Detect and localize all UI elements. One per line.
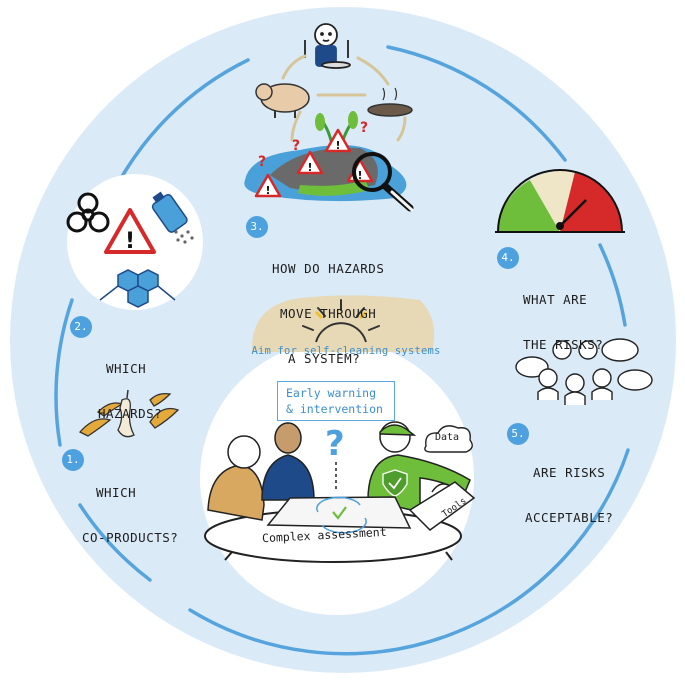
manure-icon xyxy=(367,87,413,117)
speech-bubbles-icon xyxy=(515,338,653,391)
step-3-line2: MOVE THROUGH xyxy=(280,306,377,321)
assessment-paper xyxy=(266,496,412,534)
step-1-label: 1. WHICH CO-PRODUCTS? xyxy=(62,440,179,560)
data-label: Data xyxy=(435,432,460,443)
step-5-line2: ACCEPTABLE? xyxy=(525,510,614,525)
svg-text:!: ! xyxy=(335,139,340,152)
step-1-line2: CO-PRODUCTS? xyxy=(82,530,179,545)
person-left xyxy=(207,435,265,521)
step-2-line2: HAZARDS? xyxy=(98,406,163,421)
svg-text:?: ? xyxy=(292,138,300,154)
early-warning-box: Early warning & intervention xyxy=(277,381,395,421)
step-4-label: 4. WHAT ARE THE RISKS? xyxy=(497,247,604,367)
step-2-number: 2. xyxy=(70,316,92,338)
step-5-line1: ARE RISKS xyxy=(533,465,606,480)
banana-peel-icon xyxy=(78,392,180,437)
step-4-line2: THE RISKS? xyxy=(523,337,604,352)
toolbox-icon xyxy=(408,481,476,531)
cloud-icon xyxy=(424,425,473,453)
early-warning-line2: & intervention xyxy=(286,402,383,416)
svg-text:!: ! xyxy=(357,169,362,182)
step-4-line1: WHAT ARE xyxy=(523,292,588,307)
svg-text:!: ! xyxy=(307,161,312,174)
biohazard-icon xyxy=(66,192,110,233)
apple-core-icon xyxy=(117,389,135,438)
molecule-icon xyxy=(99,269,176,308)
step-2-label: 2. WHICH HAZARDS? xyxy=(70,316,163,436)
cycle-arrows xyxy=(281,54,407,142)
step-1-number: 1. xyxy=(62,449,84,471)
step-2-line1: WHICH xyxy=(106,361,147,376)
svg-text:!: ! xyxy=(265,184,270,197)
aim-label: Aim for self-cleaning systems xyxy=(251,345,441,357)
svg-text:?: ? xyxy=(360,120,368,136)
person-eating-icon xyxy=(304,23,351,69)
pig-icon xyxy=(255,83,310,118)
shield-check-icon xyxy=(382,469,408,497)
person-middle xyxy=(261,422,315,501)
warning-marks: !! !! xyxy=(265,139,362,197)
step-3-line3: A SYSTEM? xyxy=(288,351,361,366)
plant-icon xyxy=(315,111,358,151)
step-3-line1: HOW DO HAZARDS xyxy=(272,261,385,276)
step-1-line1: WHICH xyxy=(96,485,137,500)
step-3-label: 3. HOW DO HAZARDS MOVE THROUGH A SYSTEM? xyxy=(246,216,385,381)
svg-text:!: ! xyxy=(125,229,135,254)
hazard-warning-icon: ! xyxy=(104,208,156,254)
cycle-ring xyxy=(54,45,630,656)
person-right xyxy=(367,421,471,513)
step-5-label: 5. ARE RISKS ACCEPTABLE? xyxy=(507,420,613,540)
question-mark-icon: ???? xyxy=(258,120,368,170)
step-4-number: 4. xyxy=(497,247,519,269)
crowd-icon xyxy=(537,340,613,405)
svg-text:?: ? xyxy=(258,154,266,170)
step-3-number: 3. xyxy=(246,216,268,238)
early-warning-line1: Early warning xyxy=(286,386,377,400)
microplastic-dots xyxy=(174,230,194,244)
sun-icon xyxy=(251,295,435,352)
magnifier-icon xyxy=(352,152,414,212)
risk-gauge-icon xyxy=(495,169,625,233)
step-5-number: 5. xyxy=(507,423,529,445)
svg-text:?: ? xyxy=(325,424,345,464)
plastic-bottle-icon xyxy=(151,191,188,233)
question-mark-center-icon: ? xyxy=(325,424,345,490)
